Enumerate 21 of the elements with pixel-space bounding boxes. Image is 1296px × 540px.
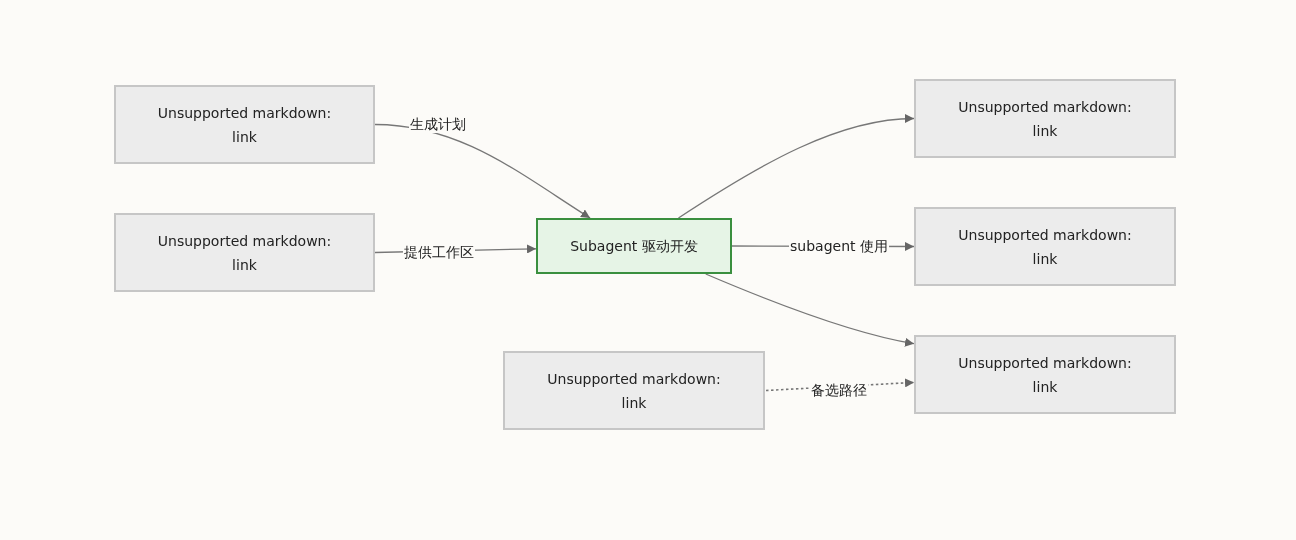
node-label: Unsupported markdown: link (957, 97, 1133, 141)
process-box (914, 79, 1176, 158)
node-label: Unsupported markdown: link (957, 225, 1133, 269)
process-box (914, 335, 1176, 414)
process-box (503, 351, 765, 430)
arrow (705, 273, 915, 347)
process-box (914, 207, 1176, 286)
edge-label: 生成计划 (409, 115, 467, 133)
edge-label: subagent 使用 (789, 237, 889, 255)
process-box (114, 213, 375, 292)
node-label: Unsupported markdown: link (957, 353, 1133, 397)
edge-label: 备选路径 (810, 381, 868, 399)
arrow (677, 114, 915, 219)
node-label: Unsupported markdown: link (546, 369, 722, 413)
process-box (114, 85, 375, 164)
edge-label: 提供工作区 (403, 243, 475, 261)
node-label: Subagent 驱动开发 (570, 237, 698, 256)
node-label: Unsupported markdown: link (156, 103, 333, 147)
arrow (374, 123, 591, 219)
node-label: Unsupported markdown: link (156, 231, 333, 275)
process-box (536, 218, 732, 274)
